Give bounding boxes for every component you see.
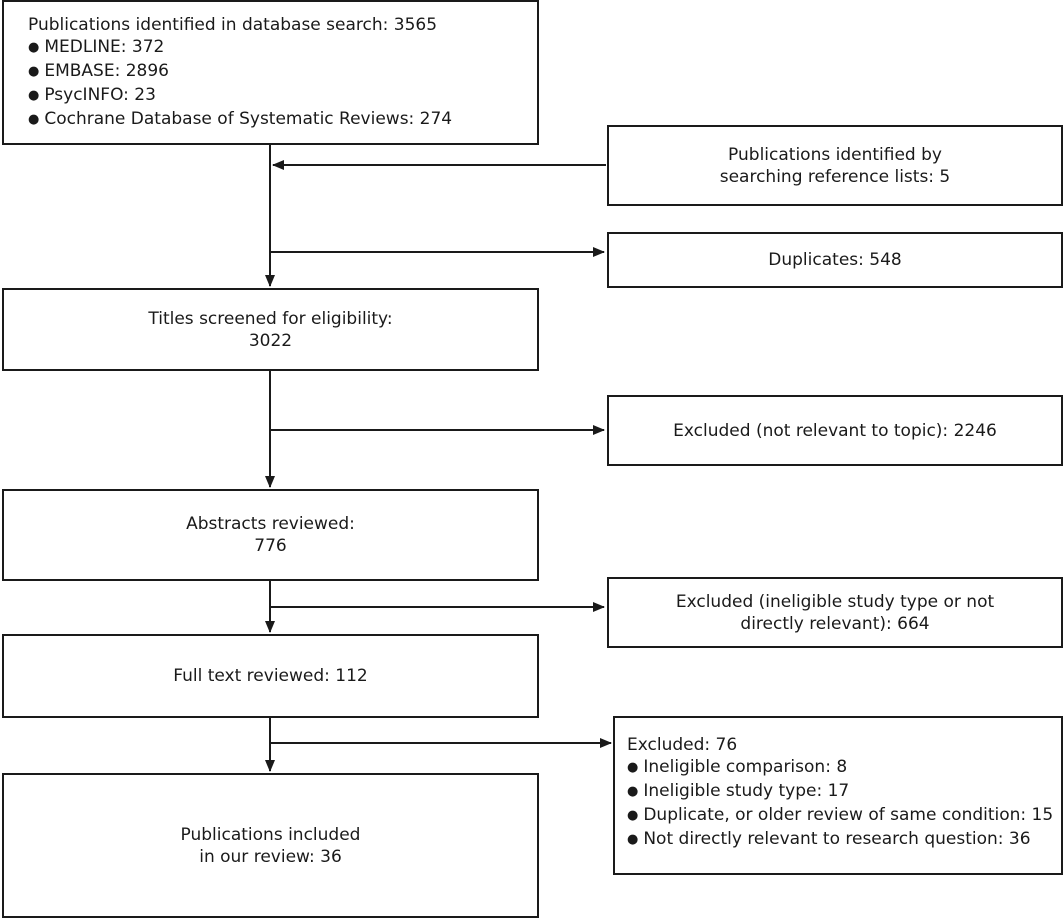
excluded-ineligible-line2: directly relevant): 664	[740, 613, 930, 634]
excluded-reason-duplicate: Duplicate, or older review of same condi…	[627, 804, 1061, 828]
database-search-title: Publications identified in database sear…	[28, 15, 438, 35]
abstracts-reviewed-line2: 776	[254, 536, 287, 556]
duplicates-box: Duplicates: 548	[607, 232, 1063, 288]
database-list: MEDLINE: 372 EMBASE: 2896 PsycINFO: 23 C…	[28, 36, 537, 132]
database-item-cochrane: Cochrane Database of Systematic Reviews:…	[28, 108, 537, 132]
database-item-psycinfo: PsycINFO: 23	[28, 84, 537, 108]
included-line2: in our review: 36	[199, 846, 342, 867]
excluded-ineligible-line1: Excluded (ineligible study type or not	[675, 591, 995, 612]
reference-lists-line2: searching reference lists: 5	[719, 166, 951, 187]
excluded-topic-box: Excluded (not relevant to topic): 2246	[607, 395, 1063, 466]
excluded-reason-study-type: Ineligible study type: 17	[627, 780, 1061, 804]
reference-lists-box: Publications identified by searching ref…	[607, 125, 1063, 206]
full-text-box: Full text reviewed: 112	[2, 634, 539, 718]
excluded-reason-not-relevant: Not directly relevant to research questi…	[627, 828, 1061, 852]
excluded-final-title: Excluded: 76	[627, 735, 738, 755]
included-box: Publications included in our review: 36	[2, 773, 539, 918]
titles-screened-line2: 3022	[248, 330, 293, 351]
titles-screened-line1: Titles screened for eligibility:	[148, 308, 393, 329]
excluded-ineligible-box: Excluded (ineligible study type or not d…	[607, 577, 1063, 648]
included-line1: Publications included	[180, 824, 361, 845]
full-text-text: Full text reviewed: 112	[173, 666, 368, 686]
abstracts-reviewed-box: Abstracts reviewed: 776	[2, 489, 539, 581]
titles-screened-box: Titles screened for eligibility: 3022	[2, 288, 539, 371]
excluded-reason-comparison: Ineligible comparison: 8	[627, 756, 1061, 780]
database-item-medline: MEDLINE: 372	[28, 36, 537, 60]
database-item-embase: EMBASE: 2896	[28, 60, 537, 84]
database-search-box: Publications identified in database sear…	[2, 0, 539, 145]
excluded-reasons-list: Ineligible comparison: 8 Ineligible stud…	[627, 756, 1061, 852]
reference-lists-line1: Publications identified by	[728, 144, 942, 165]
excluded-topic-text: Excluded (not relevant to topic): 2246	[673, 420, 997, 441]
excluded-final-box: Excluded: 76 Ineligible comparison: 8 In…	[613, 716, 1063, 875]
duplicates-text: Duplicates: 548	[768, 250, 902, 270]
abstracts-reviewed-line1: Abstracts reviewed:	[186, 514, 355, 534]
